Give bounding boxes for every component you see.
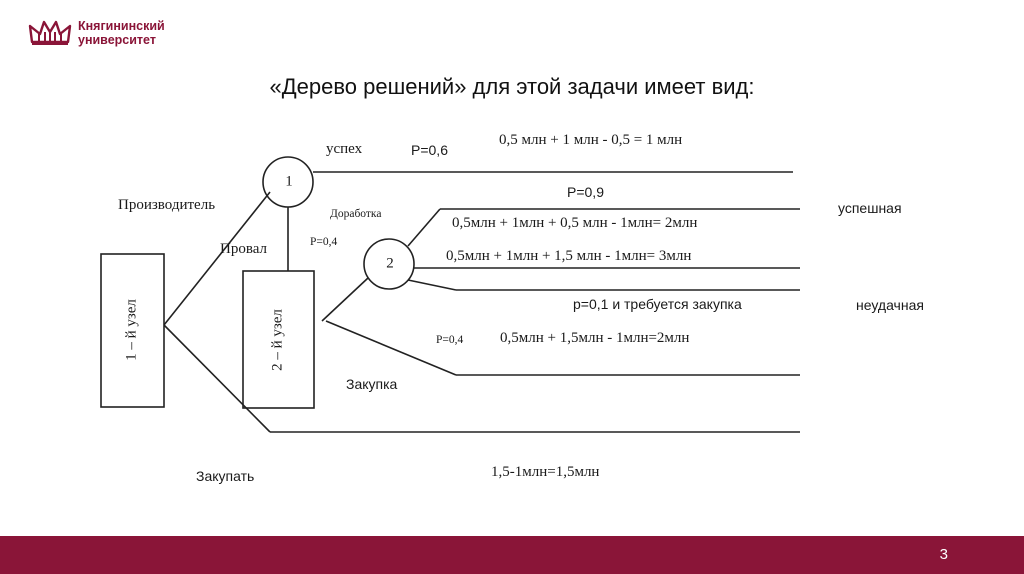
circle2-shape (363, 238, 415, 290)
producer-label: Производитель (118, 197, 216, 213)
calc-purchase: 0,5млн + 1,5млн - 1млн=2млн (500, 330, 690, 346)
successful-label: успешная (838, 200, 902, 216)
rework-label: Доработка (330, 208, 382, 220)
p-success-label: Р=0,6 (411, 142, 448, 158)
university-logo: Княгининский университет (28, 18, 165, 48)
node2-label: 2 – й узел (269, 309, 286, 371)
crown-icon (28, 20, 72, 45)
calc-rework-1: 0,5млн + 1млн + 0,5 млн - 1млн= 2млн (452, 215, 698, 231)
p-failure-label: Р=0,4 (310, 236, 338, 248)
calc-success: 0,5 млн + 1 млн - 0,5 = 1 млн (499, 132, 683, 148)
footer-bar: 3 (0, 536, 1024, 574)
p-rework-fail-label: р=0,1 и требуется закупка (573, 296, 742, 312)
node2-box-shape (242, 270, 315, 409)
circle2-label: 2 (386, 255, 394, 272)
node1-label: 1 – й узел (123, 299, 140, 361)
node1-box-shape (100, 253, 165, 408)
circle1-label: 1 (285, 173, 293, 190)
slide-title: «Дерево решений» для этой задачи имеет в… (269, 74, 755, 99)
calc-rework-2: 0,5млн + 1млн + 1,5 млн - 1млн= 3млн (446, 248, 692, 264)
page-number: 3 (939, 546, 948, 563)
calc-buy: 1,5-1млн=1,5млн (491, 464, 600, 480)
p-purchase-label: Р=0,4 (436, 334, 464, 346)
failure-label: Провал (220, 241, 267, 257)
p-rework-ok-label: Р=0,9 (567, 184, 604, 200)
success-label: успех (326, 141, 363, 157)
logo-line-1: Княгининский (78, 19, 165, 33)
logo-line-2: университет (78, 33, 156, 47)
purchase-label: Закупка (346, 376, 398, 392)
buy-label: Закупать (196, 468, 255, 484)
unsuccessful-label: неудачная (856, 297, 924, 313)
